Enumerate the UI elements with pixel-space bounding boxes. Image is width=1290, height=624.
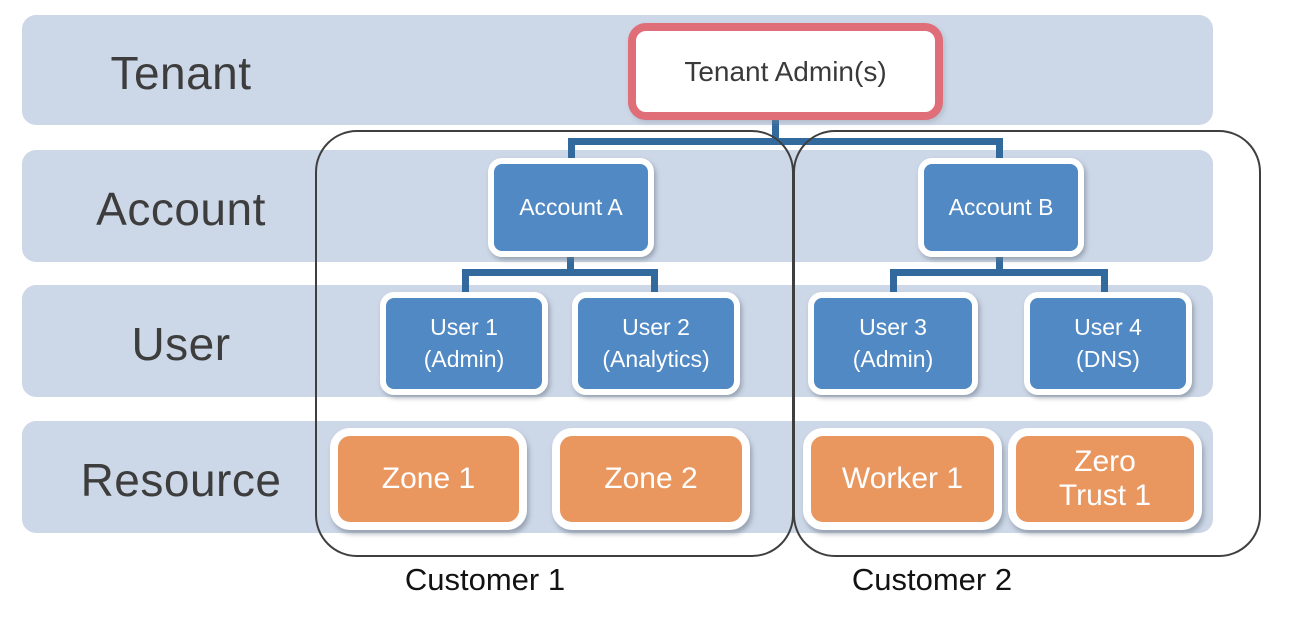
node-user-3: User 3 (Admin) [808, 292, 978, 395]
node-account-a-label: Account A [519, 193, 623, 220]
node-zone-2-label: Zone 2 [604, 461, 698, 495]
node-zone-2: Zone 2 [552, 428, 750, 530]
row-label-account: Account [96, 183, 266, 235]
node-user-4-name: User 4 [1074, 314, 1142, 341]
connector-users-a-horizontal [462, 269, 658, 276]
node-zero-trust-1: Zero Trust 1 [1008, 428, 1202, 530]
connector-users-b-horizontal [890, 269, 1108, 276]
node-tenant-admin: Tenant Admin(s) [628, 23, 943, 120]
node-user-1-name: User 1 [430, 314, 498, 341]
node-account-b-label: Account B [948, 193, 1054, 220]
node-worker-1: Worker 1 [803, 428, 1002, 530]
node-zone-1: Zone 1 [330, 428, 527, 530]
band-tenant [22, 15, 1213, 125]
connector-to-account-a [568, 138, 575, 162]
node-zero-trust-1-label-line1: Zero [1074, 444, 1136, 478]
connector-to-user-2 [651, 269, 658, 297]
node-zone-1-label: Zone 1 [381, 461, 476, 495]
customer-2-label: Customer 2 [851, 562, 1013, 597]
node-user-3-name: User 3 [859, 314, 927, 341]
row-label-tenant: Tenant [110, 47, 252, 99]
connector-account-b-down [996, 255, 1003, 276]
connector-to-user-4 [1101, 269, 1108, 297]
customer-2-outline [793, 130, 1261, 557]
row-label-user: User [131, 318, 231, 370]
node-zero-trust-1-label-line2: Trust 1 [1058, 479, 1152, 512]
connector-tenantadmin-down [772, 118, 779, 145]
customer-1-label: Customer 1 [404, 562, 566, 597]
node-tenant-admin-label: Tenant Admin(s) [684, 55, 887, 87]
connector-account-a-down [567, 255, 574, 276]
node-user-2-name: User 2 [622, 314, 690, 341]
connector-accounts-horizontal [568, 138, 1003, 145]
node-account-b: Account B [918, 158, 1084, 257]
connector-to-user-3 [890, 269, 897, 297]
connector-to-user-1 [462, 269, 469, 297]
node-user-4: User 4 (DNS) [1024, 292, 1192, 395]
node-user-1-role: (Admin) [423, 345, 505, 372]
connector-to-account-b [996, 138, 1003, 162]
row-label-resource: Resource [80, 454, 282, 506]
node-user-4-role: (DNS) [1076, 345, 1140, 372]
node-worker-1-label: Worker 1 [841, 461, 964, 495]
node-user-2: User 2 (Analytics) [572, 292, 740, 395]
node-user-2-role: (Analytics) [602, 345, 710, 372]
node-user-1: User 1 (Admin) [380, 292, 548, 395]
node-account-a: Account A [488, 158, 654, 257]
node-user-3-role: (Admin) [852, 345, 934, 372]
